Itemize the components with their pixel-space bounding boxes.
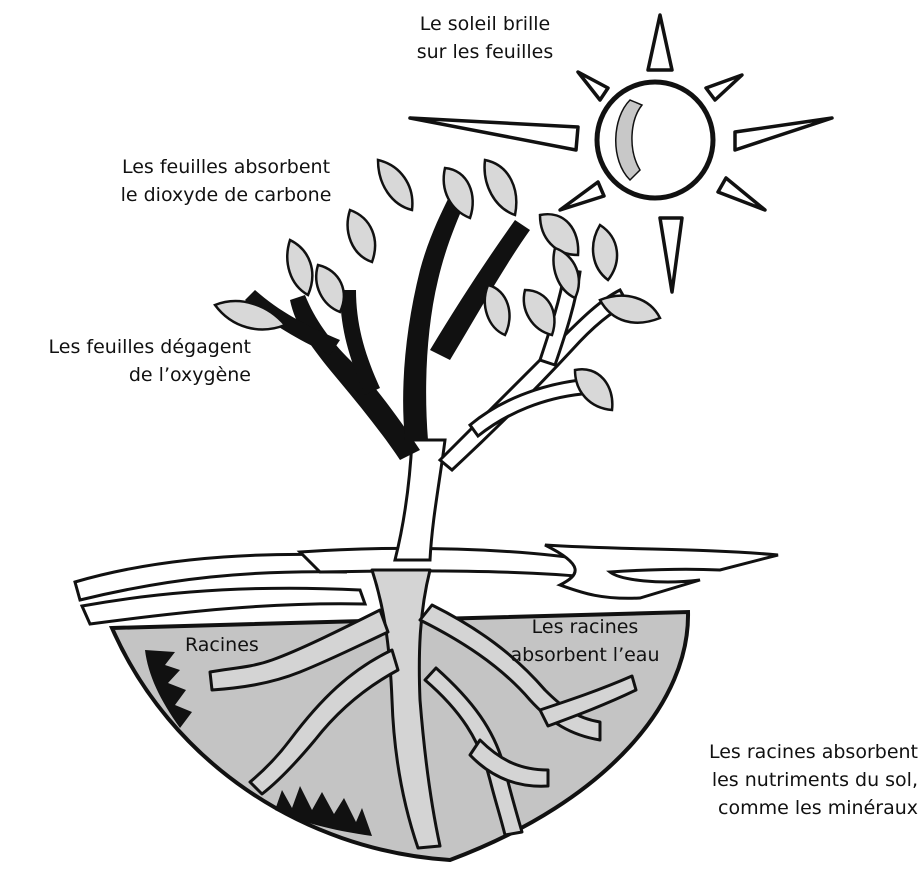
label-water-line1: Les racines (505, 613, 665, 641)
label-nutrients-line2: les nutriments du sol, (668, 766, 918, 794)
leaf (485, 160, 517, 215)
label-co2-line1: Les feuilles absorbent (96, 153, 356, 181)
leaf (348, 210, 375, 262)
label-water-line2: absorbent l’eau (505, 641, 665, 669)
leaf (215, 301, 285, 329)
label-oxygen-line1: Les feuilles dégagent (6, 333, 251, 361)
label-co2: Les feuilles absorbent le dioxyde de car… (96, 153, 356, 209)
label-roots: Racines (185, 631, 259, 659)
label-oxygen-line2: de l’oxygène (6, 361, 251, 389)
leaf (287, 240, 312, 295)
label-co2-line2: le dioxyde de carbone (96, 181, 356, 209)
leaf (316, 265, 344, 312)
leaf (575, 369, 612, 410)
label-sun: Le soleil brille sur les feuilles (390, 10, 580, 66)
ground-left-2 (82, 588, 365, 624)
sun-disc (597, 82, 713, 198)
leaf (485, 285, 510, 335)
label-nutrients-line3: comme les minéraux (668, 794, 918, 822)
label-sun-line2: sur les feuilles (390, 38, 580, 66)
label-water: Les racines absorbent l’eau (505, 613, 665, 669)
label-oxygen: Les feuilles dégagent de l’oxygène (6, 333, 251, 389)
leaf (600, 296, 660, 323)
ground-right (545, 545, 778, 598)
leaf (378, 160, 412, 210)
label-roots-text: Racines (185, 631, 259, 659)
leaf (524, 290, 555, 335)
label-sun-line1: Le soleil brille (390, 10, 580, 38)
label-nutrients: Les racines absorbent les nutriments du … (668, 738, 918, 822)
label-nutrients-line1: Les racines absorbent (668, 738, 918, 766)
leaf (593, 225, 617, 280)
ground-middle (300, 548, 600, 578)
